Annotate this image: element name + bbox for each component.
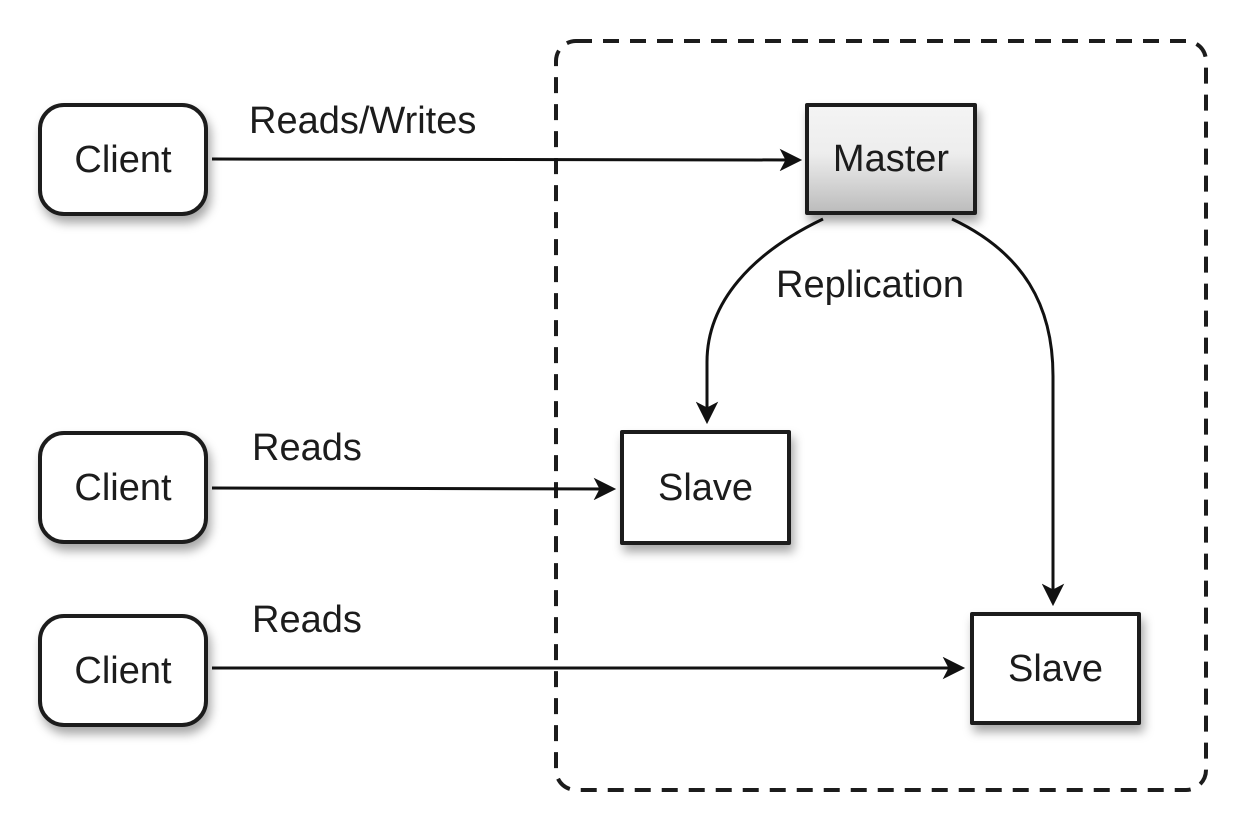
client-node-3: Client bbox=[38, 614, 208, 727]
master-node: Master bbox=[805, 103, 977, 215]
slave-node-1: Slave bbox=[620, 430, 791, 545]
client-node-1: Client bbox=[38, 103, 208, 216]
master-node-label: Master bbox=[832, 138, 950, 180]
client-node-2-label: Client bbox=[74, 466, 172, 509]
edge-label-reads-writes: Reads/Writes bbox=[249, 100, 477, 142]
edge-label-replication: Replication bbox=[776, 264, 964, 306]
edge-label-reads-bottom: Reads bbox=[252, 599, 362, 641]
client-node-3-label: Client bbox=[74, 649, 172, 692]
client-node-1-label: Client bbox=[74, 138, 172, 181]
edge-label-reads-top: Reads bbox=[252, 427, 362, 469]
arrow-client1-to-master bbox=[211, 148, 803, 172]
client-node-2: Client bbox=[38, 431, 208, 544]
replication-boundary bbox=[554, 39, 1208, 792]
slave-node-1-label: Slave bbox=[657, 466, 754, 509]
arrow-master-to-slave1 bbox=[695, 217, 824, 425]
slave-node-2: Slave bbox=[970, 612, 1141, 725]
arrow-master-to-slave2 bbox=[951, 217, 1065, 607]
arrow-client2-to-slave1 bbox=[211, 477, 617, 501]
slave-node-2-label: Slave bbox=[1007, 647, 1104, 690]
